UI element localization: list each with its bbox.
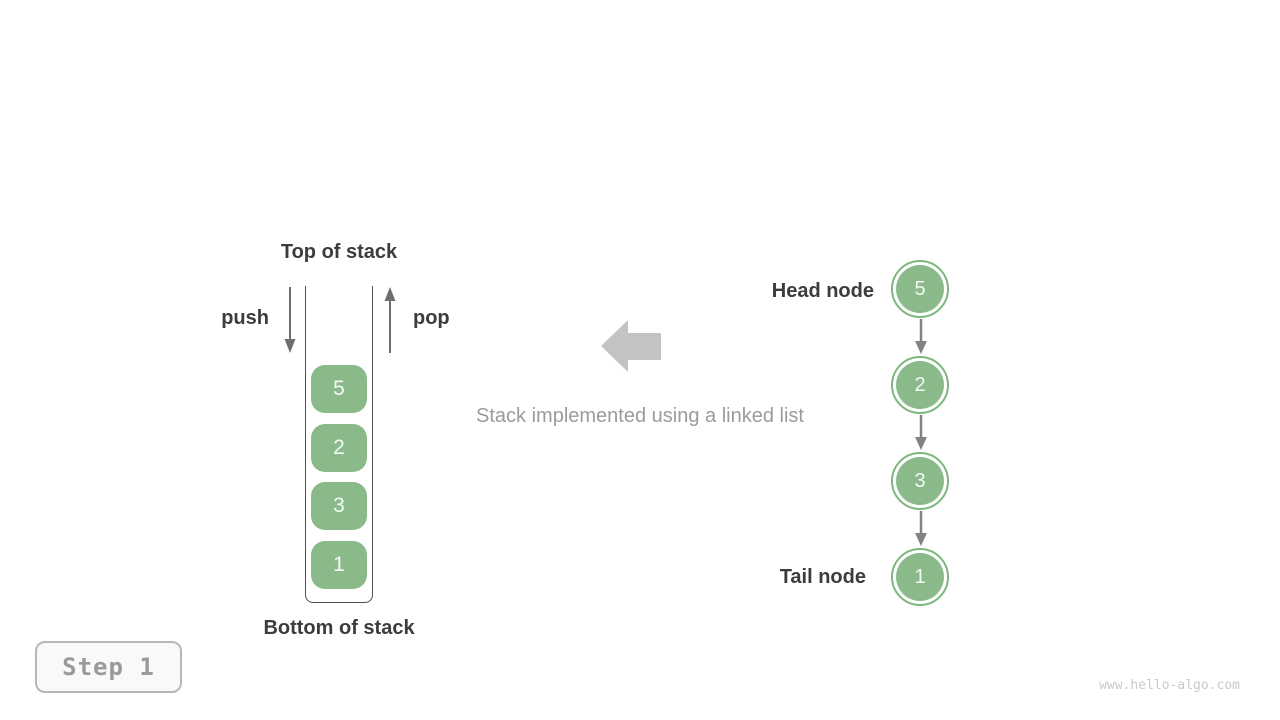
push-down-arrow-icon (284, 287, 296, 353)
linked-list-node: 2 (891, 356, 949, 414)
step-badge-label: Step 1 (62, 653, 155, 681)
stack-item: 3 (311, 482, 367, 530)
linked-list-node-value: 3 (896, 457, 944, 505)
linked-list-node: 1 (891, 548, 949, 606)
stack-bottom-label: Bottom of stack (263, 617, 415, 639)
link-down-arrow-icon (915, 319, 927, 354)
pop-label: pop (413, 307, 450, 329)
link-down-arrow-icon (915, 511, 927, 546)
diagram-caption: Stack implemented using a linked list (476, 405, 804, 427)
step-badge: Step 1 (35, 641, 182, 693)
stack-item: 1 (311, 541, 367, 589)
link-down-arrow-icon (915, 415, 927, 450)
pop-up-arrow-icon (384, 287, 396, 353)
tail-node-label: Tail node (779, 566, 866, 588)
stack-top-label: Top of stack (280, 241, 398, 263)
linked-list-node: 3 (891, 452, 949, 510)
linked-list-node-value: 5 (896, 265, 944, 313)
linked-list-node-value: 2 (896, 361, 944, 409)
left-block-arrow-icon (601, 320, 661, 372)
linked-list-node: 5 (891, 260, 949, 318)
stack-item: 2 (311, 424, 367, 472)
stack-item: 5 (311, 365, 367, 413)
head-node-label: Head node (771, 280, 874, 302)
push-label: push (221, 307, 269, 329)
watermark: www.hello-algo.com (1099, 678, 1240, 693)
linked-list-node-value: 1 (896, 553, 944, 601)
